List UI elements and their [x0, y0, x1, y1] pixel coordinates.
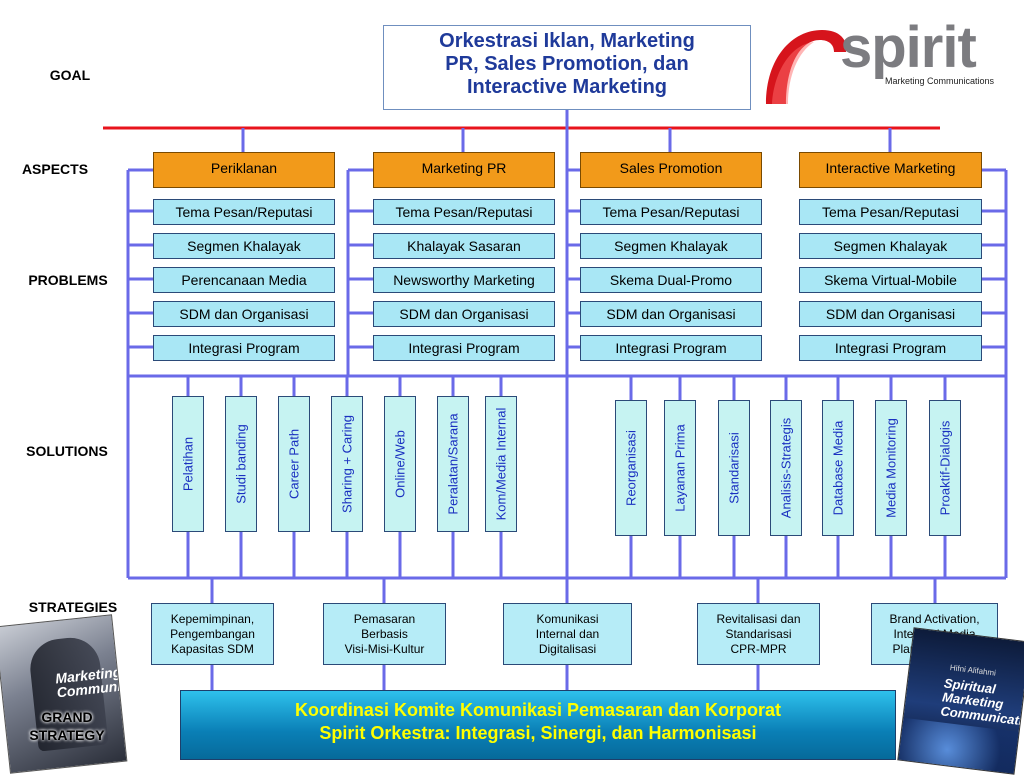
book-right-author: Hifni Alifahmi — [949, 663, 997, 678]
solution-label: Media Monitoring — [883, 418, 899, 518]
problem-item: SDM dan Organisasi — [153, 301, 335, 327]
solution-peralatan-sarana: Peralatan/Sarana — [437, 396, 469, 532]
grand-line-1: Koordinasi Komite Komunikasi Pemasaran d… — [294, 700, 782, 720]
solution-studi-banding: Studi banding — [225, 396, 257, 532]
grand-strategy-label: GRAND STRATEGY — [29, 709, 105, 743]
problem-item: Tema Pesan/Reputasi — [580, 199, 762, 225]
goal-line-3: Interactive Marketing — [466, 76, 668, 98]
solution-career-path: Career Path — [278, 396, 310, 532]
problem-item: Newsworthy Marketing — [373, 267, 555, 293]
grand-line-2: Spirit Orkestra: Integrasi, Sinergi, dan… — [319, 723, 757, 743]
solution-analisis-strategis: Analisis-Strategis — [770, 400, 802, 536]
problem-item: SDM dan Organisasi — [580, 301, 762, 327]
solution-reorganisasi: Reorganisasi — [615, 400, 647, 536]
problem-item: Segmen Khalayak — [580, 233, 762, 259]
strategy-revitalisasi: Revitalisasi dan Standarisasi CPR-MPR — [697, 603, 820, 665]
goal-box: Orkestrasi Iklan, Marketing PR, Sales Pr… — [383, 25, 751, 110]
solution-sharing-caring: Sharing + Caring — [331, 396, 363, 532]
solution-label: Sharing + Caring — [339, 415, 355, 513]
problem-item: Skema Dual-Promo — [580, 267, 762, 293]
book-left-title: Marketing Communications — [54, 663, 128, 701]
problem-item: Tema Pesan/Reputasi — [153, 199, 335, 225]
strategy-pemasaran: Pemasaran Berbasis Visi-Misi-Kultur — [323, 603, 446, 665]
problem-item: SDM dan Organisasi — [799, 301, 982, 327]
aspects-label: ASPECTS — [21, 161, 89, 177]
solution-label: Analisis-Strategis — [778, 417, 794, 519]
problem-item: Skema Virtual-Mobile — [799, 267, 982, 293]
book-cover-right: Hifni Alifahmi Spiritual Marketing Commu… — [897, 627, 1024, 775]
book-right-title: Spiritual Marketing Communications — [939, 675, 1024, 732]
problem-item: Tema Pesan/Reputasi — [373, 199, 555, 225]
solutions-label: SOLUTIONS — [26, 443, 108, 459]
solution-label: Reorganisasi — [623, 430, 639, 506]
logo-wordmark: spirit — [840, 15, 977, 80]
aspect-marketing-pr: Marketing PR — [373, 152, 555, 188]
solution-label: Career Path — [286, 428, 302, 500]
problem-item: SDM dan Organisasi — [373, 301, 555, 327]
aspect-sales-promotion: Sales Promotion — [580, 152, 762, 188]
solution-label: Database Media — [830, 420, 846, 516]
solution-label: Online/Web — [392, 430, 408, 498]
solution-label: Peralatan/Sarana — [445, 413, 461, 515]
solution-label: Proaktif-Dialogis — [937, 420, 953, 516]
strategies-label: STRATEGIES — [28, 599, 118, 615]
strategy-kepemimpinan: Kepemimpinan, Pengembangan Kapasitas SDM — [151, 603, 274, 665]
solution-online-web: Online/Web — [384, 396, 416, 532]
problem-item: Segmen Khalayak — [153, 233, 335, 259]
problem-item: Integrasi Program — [153, 335, 335, 361]
goal-label: GOAL — [49, 67, 91, 83]
solution-standarisasi: Standarisasi — [718, 400, 750, 536]
book-cover-left: Marketing Communications — [0, 614, 128, 774]
aspect-periklanan: Periklanan — [153, 152, 335, 188]
problem-item: Perencanaan Media — [153, 267, 335, 293]
problem-item: Khalayak Sasaran — [373, 233, 555, 259]
goal-line-1: Orkestrasi Iklan, Marketing — [439, 30, 695, 52]
solution-media-monitoring: Media Monitoring — [875, 400, 907, 536]
solution-label: Standarisasi — [726, 432, 742, 504]
problem-item: Integrasi Program — [580, 335, 762, 361]
logo-tagline: Marketing Communications — [885, 76, 995, 86]
solution-label: Layanan Prima — [672, 424, 688, 512]
solution-layanan-prima: Layanan Prima — [664, 400, 696, 536]
problem-item: Integrasi Program — [799, 335, 982, 361]
solution-proaktif-dialogis: Proaktif-Dialogis — [929, 400, 961, 536]
swoosh-icon — [766, 30, 847, 104]
strategy-komunikasi: Komunikasi Internal dan Digitalisasi — [503, 603, 632, 665]
problem-item: Segmen Khalayak — [799, 233, 982, 259]
problem-item: Tema Pesan/Reputasi — [799, 199, 982, 225]
goal-line-2: PR, Sales Promotion, dan — [445, 53, 689, 75]
solution-database-media: Database Media — [822, 400, 854, 536]
solution-label: Kom/Media Internal — [493, 407, 509, 521]
spirit-logo: spirit Marketing Communications — [762, 15, 1002, 110]
grand-strategy-box: Koordinasi Komite Komunikasi Pemasaran d… — [180, 690, 896, 760]
aspect-interactive-marketing: Interactive Marketing — [799, 152, 982, 188]
solution-pelatihan: Pelatihan — [172, 396, 204, 532]
problem-item: Integrasi Program — [373, 335, 555, 361]
problems-label: PROBLEMS — [28, 272, 108, 288]
solution-label: Pelatihan — [180, 436, 196, 492]
solution-label: Studi banding — [233, 424, 249, 504]
solution-kom-media-internal: Kom/Media Internal — [485, 396, 517, 532]
